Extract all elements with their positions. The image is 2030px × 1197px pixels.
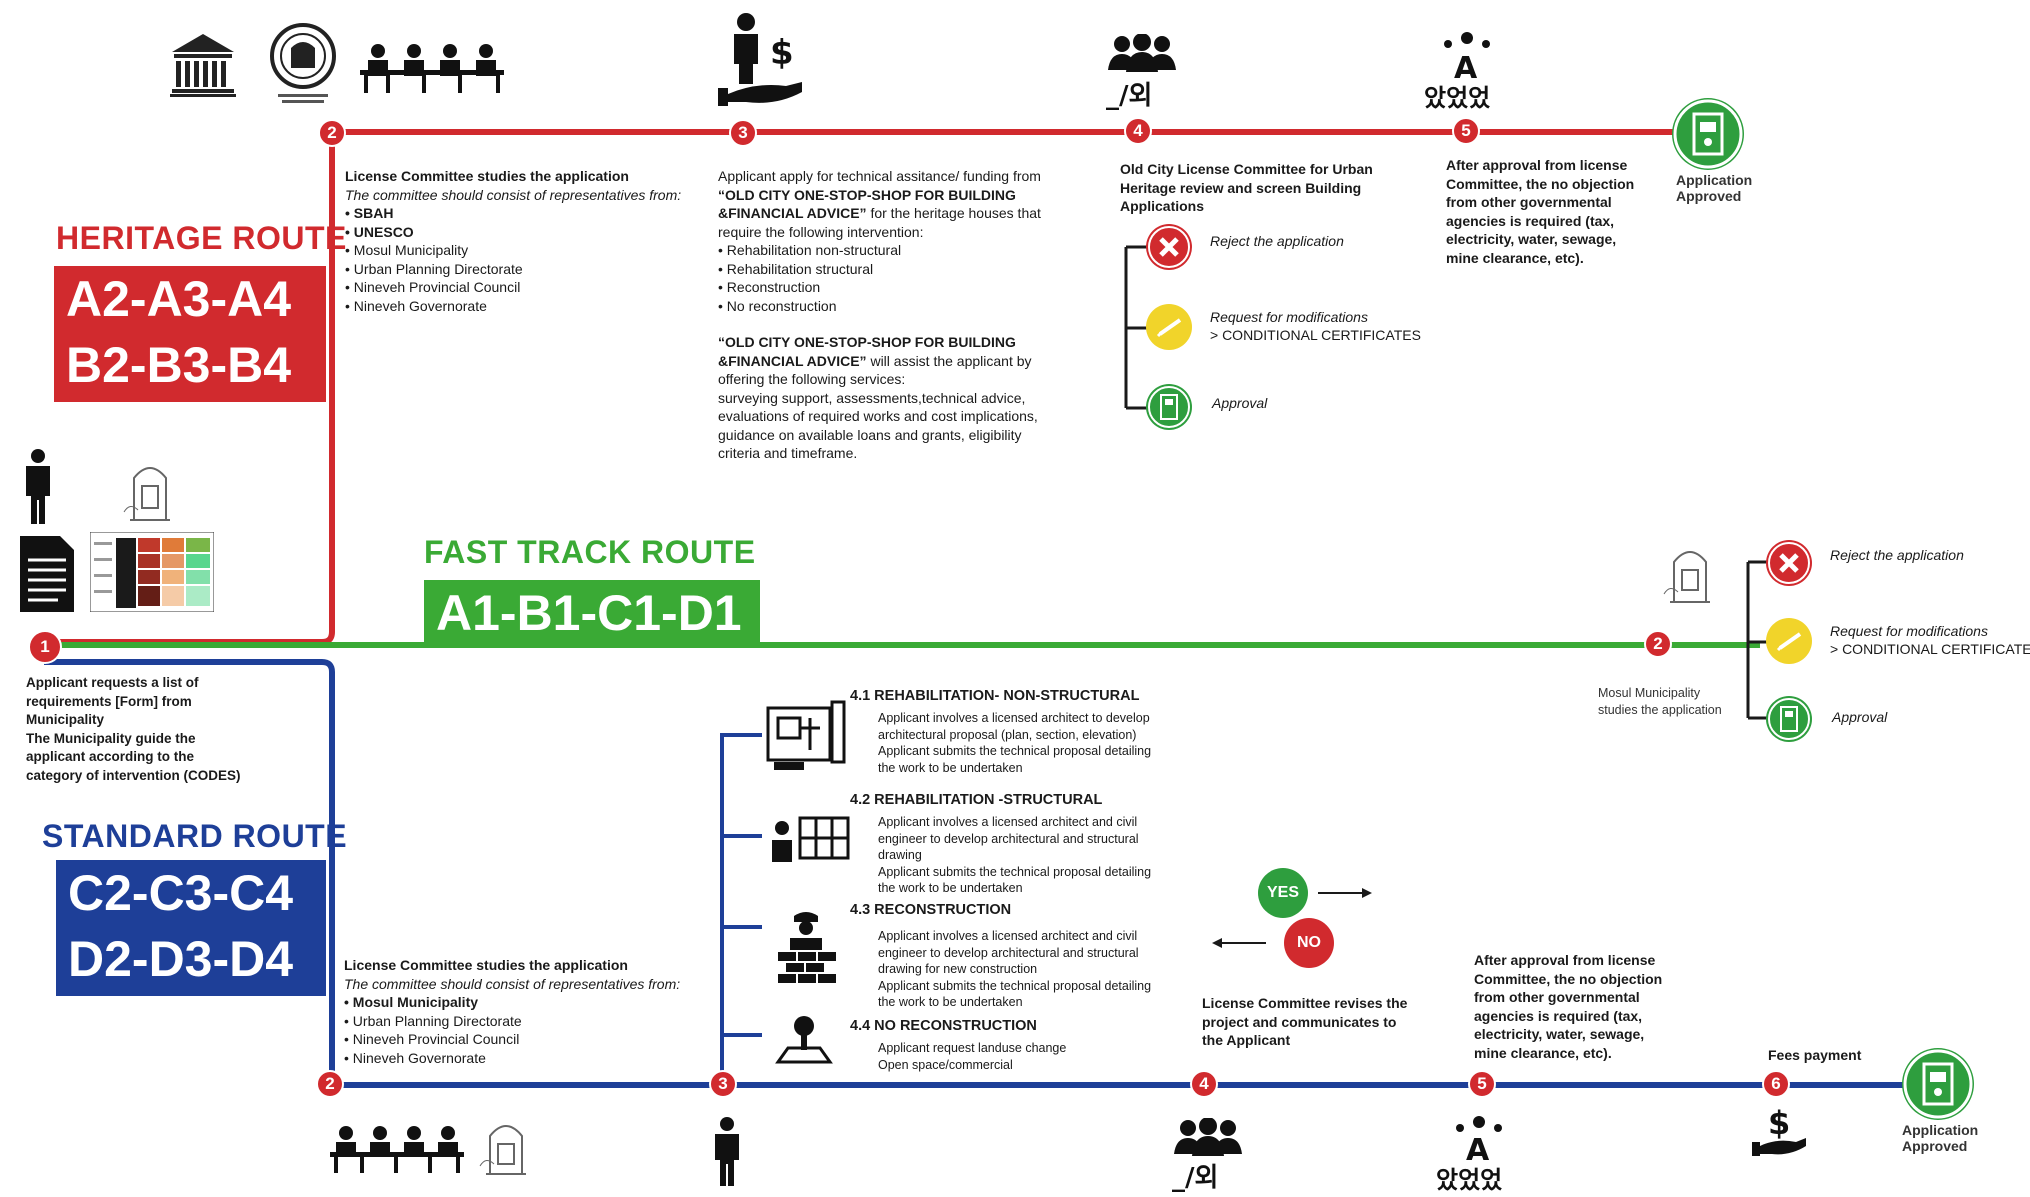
- heritage-modify-label: Request for modifications > CONDITIONAL …: [1210, 309, 1421, 343]
- heritage-approval-label: Approval: [1212, 395, 1268, 411]
- standard-options-bracket: [720, 733, 762, 1080]
- heritage-step4-text: Old City License Committee for Urban Her…: [1120, 161, 1373, 214]
- heritage-step2-text: License Committee studies the applicatio…: [345, 168, 682, 314]
- form-document-icon: [18, 534, 76, 614]
- review-group-icon: _/외: [1172, 1117, 1244, 1193]
- heritage-reject-icon: [1146, 224, 1192, 270]
- standard-step-4: 4: [1190, 1070, 1218, 1098]
- heritage-step-5: 5: [1452, 117, 1480, 145]
- step1-text: Applicant requests a list of requirement…: [26, 675, 241, 783]
- svg-text:A: A: [1466, 1133, 1490, 1168]
- heritage-step-4: 4: [1124, 117, 1152, 145]
- fast-route-codes: A1-B1-C1-D1: [424, 580, 760, 646]
- fast-approval-label: Approval: [1832, 709, 1888, 725]
- svg-text:$: $: [1768, 1104, 1790, 1142]
- agencies-icon: A 았었었: [1436, 1114, 1522, 1194]
- landuse-icon: [774, 1014, 834, 1066]
- standard-step-6: 6: [1762, 1070, 1790, 1098]
- fast-modify-icon: [1766, 618, 1812, 664]
- fast-decision-bracket: [1746, 560, 1772, 720]
- sbah-seal-logo: [268, 22, 338, 108]
- heritage-step-2: 2: [318, 119, 346, 147]
- standard-step-2: 2: [316, 1070, 344, 1098]
- standard-step-5: 5: [1468, 1070, 1496, 1098]
- heritage-approval-icon: [1146, 384, 1192, 430]
- fees-payment-label: Fees payment: [1768, 1047, 1862, 1063]
- funding-icon: $: [716, 12, 806, 108]
- agencies-icon: A 았었었: [1424, 30, 1510, 112]
- standard-step-3: 3: [709, 1070, 737, 1098]
- municipality-building-icon: [478, 1114, 534, 1180]
- payment-icon: $: [1752, 1104, 1808, 1158]
- codes-table-icon: [89, 531, 215, 613]
- fast-step-2: 2: [1644, 630, 1672, 658]
- svg-text:았었었: 았었었: [1436, 1166, 1502, 1192]
- structure-icon: [770, 812, 852, 864]
- yes-badge: YES: [1258, 868, 1308, 918]
- option-4-2-body: Applicant involves a licensed architect …: [878, 815, 1152, 895]
- municipality-building-icon: [120, 456, 180, 526]
- no-badge: NO: [1284, 918, 1334, 968]
- committee-icon: [360, 42, 504, 94]
- svg-text:A: A: [1454, 51, 1478, 86]
- standard-step2-text: License Committee studies the applicatio…: [344, 957, 681, 1066]
- heritage-decision-bracket: [1124, 245, 1150, 410]
- heritage-reject-label: Reject the application: [1210, 233, 1344, 249]
- blueprint-icon: [764, 698, 848, 774]
- heritage-step5-text: After approval from license Committee, t…: [1446, 157, 1635, 266]
- heritage-approved-icon: [1672, 98, 1744, 170]
- option-4-1-body: Applicant involves a licensed architect …: [878, 711, 1152, 775]
- standard-step5-text: After approval from license Committee, t…: [1474, 952, 1663, 1061]
- heritage-modify-icon: [1146, 304, 1192, 350]
- fast-approval-icon: [1766, 696, 1812, 742]
- standard-route-title: STANDARD ROUTE: [42, 818, 348, 854]
- heritage-step3-text: Applicant apply for technical assitance/…: [718, 168, 1041, 461]
- option-4-1-title: 4.1 REHABILITATION- NON-STRUCTURAL: [850, 688, 1140, 704]
- standard-approved-icon: [1902, 1048, 1974, 1120]
- applicant-icon: [20, 448, 56, 524]
- fast-modify-label: Request for modifications > CONDITIONAL …: [1830, 623, 2030, 657]
- option-4-4-title: 4.4 NO RECONSTRUCTION: [850, 1018, 1037, 1034]
- start-step-1: 1: [28, 630, 62, 664]
- committee-icon: [330, 1124, 464, 1174]
- fast-reject-icon: [1766, 540, 1812, 586]
- option-4-2-title: 4.2 REHABILITATION -STRUCTURAL: [850, 792, 1103, 808]
- svg-text:_/외: _/외: [1172, 1163, 1218, 1192]
- fast-reject-label: Reject the application: [1830, 547, 1964, 563]
- applicant-icon: [710, 1116, 744, 1186]
- standard-step4-text: License Committee revises the project an…: [1202, 995, 1408, 1048]
- option-4-3-body: Applicant involves a licensed architect …: [878, 929, 1152, 1009]
- fast-municipality-icon: [1660, 540, 1720, 608]
- fast-route-title: FAST TRACK ROUTE: [424, 534, 756, 570]
- svg-text:$: $: [770, 33, 794, 73]
- no-arrow-head: [1212, 938, 1222, 948]
- builder-icon: [774, 910, 838, 986]
- yes-arrow-head: [1362, 888, 1372, 898]
- svg-text:_/외: _/외: [1106, 81, 1152, 110]
- unesco-logo: [168, 32, 238, 98]
- svg-text:았었었: 았었었: [1424, 84, 1490, 110]
- option-4-3-title: 4.3 RECONSTRUCTION: [850, 902, 1012, 918]
- heritage-route-title: HERITAGE ROUTE: [56, 220, 347, 256]
- heritage-step-3: 3: [729, 119, 757, 147]
- review-group-icon: _/외: [1106, 33, 1178, 111]
